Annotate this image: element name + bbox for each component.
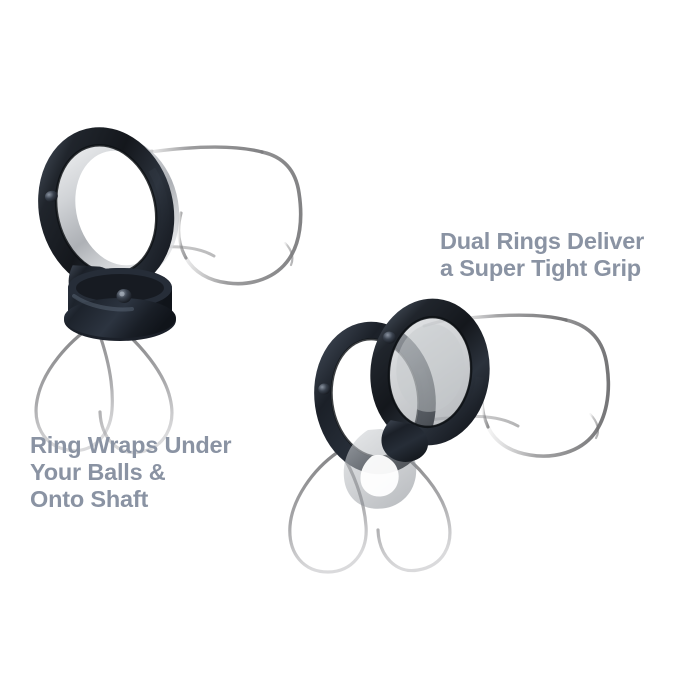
collar-base-upper — [64, 268, 176, 341]
upper-left-assembly — [34, 127, 303, 455]
lower-right-assembly — [288, 298, 611, 574]
callout-dual-rings: Dual Rings Deliver a Super Tight Grip — [440, 228, 645, 281]
stud-icon — [318, 383, 331, 395]
callout-ring-wraps: Ring Wraps Under Your Balls & Onto Shaft — [30, 432, 232, 512]
stud-icon — [116, 289, 132, 303]
ghost-loops-upper — [34, 324, 174, 455]
stud-icon — [382, 331, 396, 344]
stud-icon — [44, 190, 58, 202]
front-ring-lower — [370, 298, 490, 462]
